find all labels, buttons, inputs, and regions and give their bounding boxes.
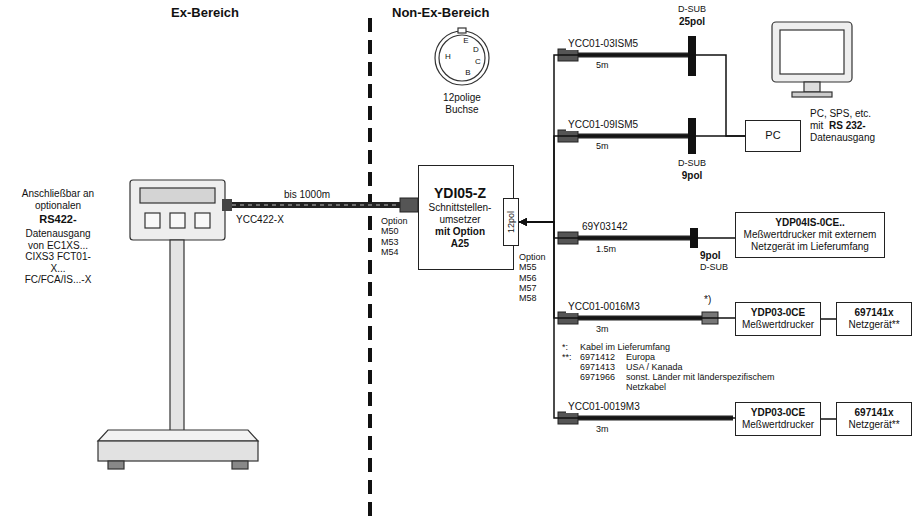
node-text: Meßwertdrucker — [742, 419, 814, 431]
label-text: D-SUB — [700, 262, 734, 272]
label-text: Option M55 M56 M57 M58 — [519, 252, 551, 304]
label-text: 5m — [596, 60, 620, 70]
label-text: PC, SPS, etc. — [810, 108, 910, 120]
label-text: bis 1000m — [272, 189, 342, 201]
socket-symbol — [435, 28, 489, 85]
label-text: 5m — [596, 141, 620, 151]
cable — [222, 198, 418, 212]
power-supply-box: 697141xNetzgerät** — [836, 302, 912, 336]
port-box: 12pol — [503, 198, 519, 246]
label-text: E — [461, 36, 471, 45]
cable-connector — [519, 222, 735, 318]
label-text: Ex-Bereich — [150, 6, 260, 21]
label-text: **: — [562, 352, 580, 362]
label-text: USA / Kanada — [626, 362, 726, 372]
cable-label: YCC01-03ISM5 — [566, 38, 640, 50]
label-text: *) — [704, 294, 720, 306]
label-text: 6971966 — [580, 372, 624, 382]
cable-label: YCC01-09ISM5 — [566, 119, 640, 131]
label-text: Datenausgang — [810, 132, 900, 144]
scale-illustration — [98, 180, 258, 469]
printer-box: YDP04IS-0CE..Meßwertdrucker mit externem… — [735, 212, 885, 258]
node-text: Netzgerät** — [848, 319, 899, 331]
label-text: 1.5m — [596, 244, 626, 254]
node-text: Netzgerät** — [848, 419, 899, 431]
node-text: PC — [765, 129, 780, 142]
label-text: RS422- — [6, 213, 110, 226]
label-text: YCC422-X — [236, 214, 306, 226]
power-supply-box: 697141xNetzgerät** — [836, 402, 912, 436]
label-text: 6971413 — [580, 362, 624, 372]
node-text: YDI05-Z — [434, 185, 486, 202]
label-text: Anschließbar an optionalen — [6, 188, 110, 211]
node-text: YDP03-0CE — [751, 407, 805, 419]
label-text: 6971412 — [580, 352, 624, 362]
label-text: Europa — [626, 352, 726, 362]
node-text: Meßwertdrucker — [742, 319, 814, 331]
label-text: 9pol — [700, 250, 734, 262]
label-text: B — [463, 68, 473, 77]
zone-divider — [368, 18, 372, 523]
cable-connector — [519, 55, 745, 222]
label-text: 25pol — [668, 16, 716, 28]
node-text: Meßwertdrucker mit externem Netzgerät im… — [740, 229, 880, 253]
node-text: mit Option A25 — [425, 226, 495, 250]
label-text: H — [443, 52, 453, 61]
node-text: 697141x — [855, 407, 894, 419]
node-text: 12pol — [506, 211, 517, 233]
label-text: C — [473, 57, 483, 66]
node-text: YDP04IS-0CE.. — [775, 217, 844, 229]
label-text: sonst. Länder mit länderspezifischem Net… — [626, 372, 776, 393]
label-text: *: — [562, 342, 578, 352]
pc-box: PC — [745, 120, 801, 152]
printer-box: YDP03-0CEMeßwertdrucker — [735, 302, 821, 336]
label-text: Datenausgang von EC1XS... CIXS3 FCT01-X.… — [22, 228, 94, 286]
cable-label: YCC01-0019M3 — [566, 401, 642, 413]
label-text: RS 232- — [829, 120, 899, 132]
cable-connector — [519, 222, 735, 238]
cable-connector — [519, 136, 745, 222]
node-text: 697141x — [855, 307, 894, 319]
cable-connector — [821, 418, 836, 420]
label-text: 12polige Buchse — [432, 92, 492, 115]
monitor-illustration — [772, 22, 852, 97]
label-text: mit — [810, 120, 830, 132]
label-text: Option M50 M53 M54 — [381, 216, 415, 257]
node-text: Schnittstellen- umsetzer — [425, 202, 495, 226]
label-text: D — [471, 45, 481, 54]
label-text: Kabel im Lieferumfang — [580, 342, 720, 352]
cable-connector — [821, 318, 836, 320]
label-text: D-SUB — [668, 158, 716, 168]
label-text: 3m — [596, 424, 620, 434]
cable-label: 69Y03142 — [580, 221, 630, 233]
label-text: D-SUB — [668, 4, 716, 14]
label-text: Non-Ex-Bereich — [392, 6, 522, 21]
label-text: 3m — [596, 324, 620, 334]
converter-box: YDI05-ZSchnittstellen- umsetzermit Optio… — [418, 165, 514, 270]
printer-box: YDP03-0CEMeßwertdrucker — [735, 402, 821, 436]
node-text: YDP03-0CE — [751, 307, 805, 319]
cable-label: YCC01-0016M3 — [566, 301, 642, 313]
cable-plugs — [558, 36, 733, 424]
label-text: 9pol — [668, 170, 716, 182]
